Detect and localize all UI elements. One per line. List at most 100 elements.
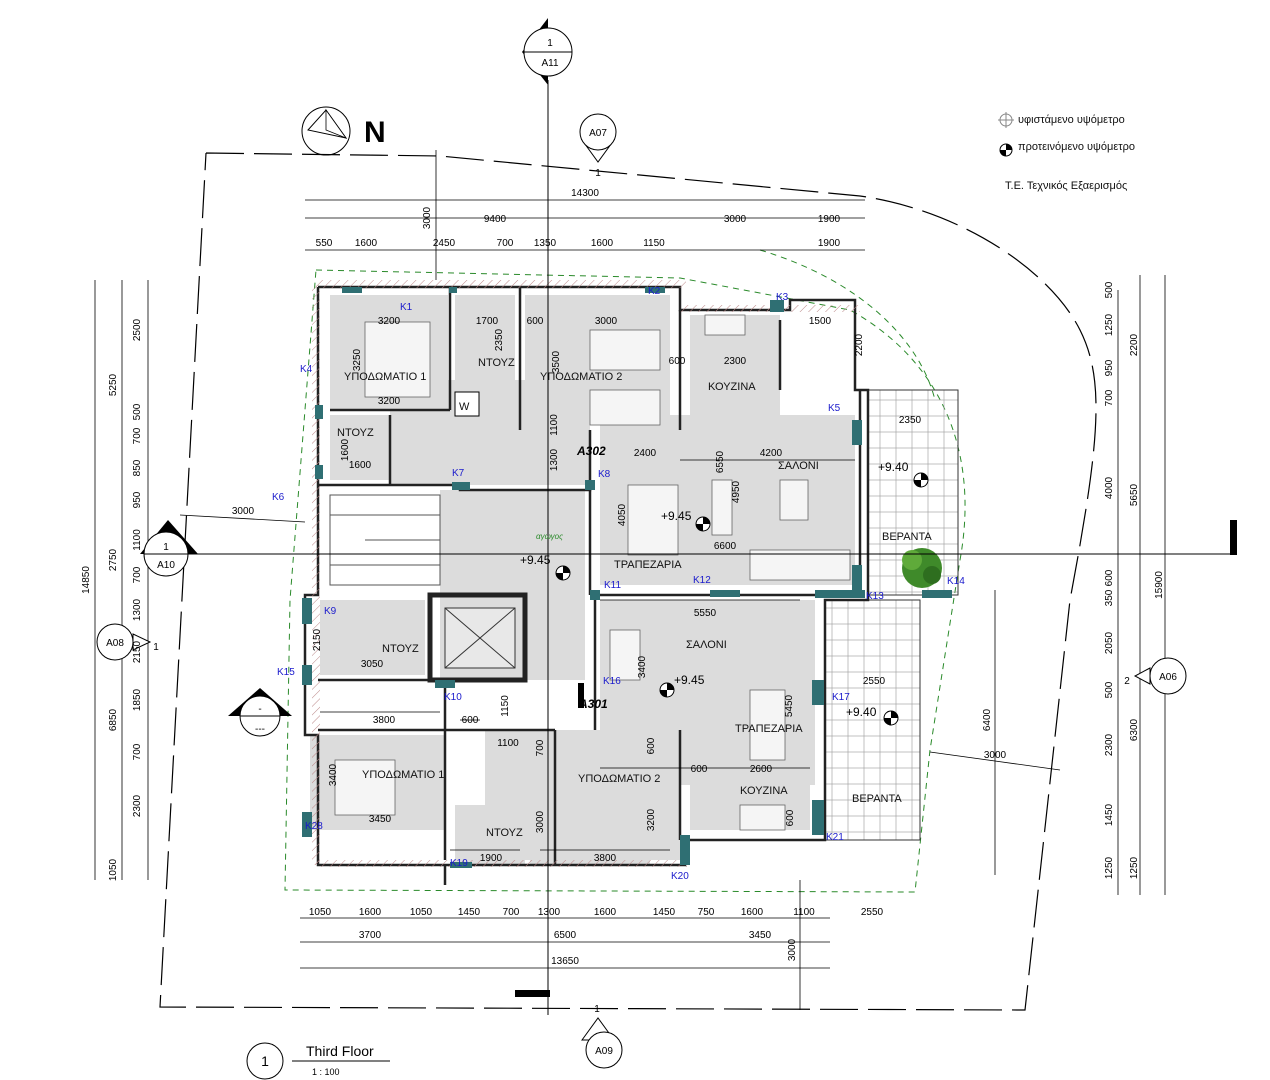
dim-label: 15900: [1154, 571, 1165, 599]
marker-a06-ref: A06: [1159, 672, 1177, 683]
dim-label: 1150: [643, 238, 665, 249]
dims-top: 14300 9400 3000 1900 550 1600 2450 700 1…: [316, 188, 841, 249]
marker-left-num: 1: [163, 542, 169, 553]
window-tag: K15: [277, 667, 295, 678]
dim-label: 3800: [373, 715, 396, 726]
elevator: [444, 607, 516, 669]
title-scale: 1 : 100: [312, 1067, 340, 1077]
dim-label: 700: [1104, 389, 1115, 406]
dim-label: 1600: [741, 907, 764, 918]
dim-label: 5550: [694, 608, 717, 619]
marker-left-ref: A10: [157, 560, 175, 571]
dim-label: 1500: [809, 316, 832, 327]
legend-proposed: προτεινόμενο υψόμετρο: [1018, 141, 1135, 153]
dim-label: 600: [691, 764, 708, 775]
dim-label: 6850: [108, 708, 119, 731]
elevation-label: +9.45: [674, 673, 705, 687]
dim-label: 2400: [634, 448, 657, 459]
dim-label: 5450: [784, 694, 795, 717]
dims-left: 14850 5250 2750 6850 1050 2500 500 700 8…: [81, 318, 255, 881]
dim-label: 2450: [433, 238, 456, 249]
room-label: ΥΠΟΔΩΜΑΤΙΟ 2: [578, 773, 660, 785]
plot-boundary: [159, 152, 1097, 1011]
window-tag: K9: [324, 606, 337, 617]
dim-label: 5650: [1129, 483, 1140, 506]
dim-label: 5250: [108, 373, 119, 396]
window-tag: K28: [305, 821, 323, 832]
dim-label: 2600: [750, 764, 773, 775]
dim-label: 3450: [749, 930, 772, 941]
dim-label: 1900: [818, 214, 841, 225]
elevation-marker-left: - ---: [228, 688, 292, 737]
window-tag: K5: [828, 403, 841, 414]
dim-label: 600: [462, 715, 479, 726]
dim-label: 2750: [108, 548, 119, 571]
dim-label: 3800: [594, 853, 617, 864]
section-cut-a301: [578, 683, 584, 708]
unit-a301: A301: [578, 697, 608, 711]
dim-label: 2200: [1129, 333, 1140, 356]
dim-label: 3400: [637, 655, 648, 678]
dim-label: 2300: [724, 356, 747, 367]
window-tag: K7: [452, 468, 465, 479]
dim-label: 1300: [538, 907, 561, 918]
dim-label: 1700: [476, 316, 499, 327]
dim-label: 9400: [484, 214, 507, 225]
dim-label: 1100: [497, 738, 519, 749]
washer-label: W: [459, 401, 470, 413]
dim-label: 1150: [500, 695, 511, 717]
dim-label: 700: [132, 427, 143, 444]
dim-label: 3200: [378, 316, 401, 327]
room-label: ΚΟΥΖΙΝΑ: [708, 381, 756, 393]
unit-labels: A302 A301: [576, 444, 608, 711]
dim-label: 14300: [571, 188, 599, 199]
window-tag: K11: [604, 580, 621, 591]
room-label: ΝΤΟΥΖ: [382, 643, 419, 655]
unit-a302: A302: [576, 444, 606, 458]
dim-label: 1100: [549, 414, 560, 436]
furniture: [334, 314, 851, 831]
stairs: [329, 494, 441, 586]
dim-label: 700: [132, 566, 143, 583]
dim-label: 3200: [646, 808, 657, 831]
dim-label: 1350: [534, 238, 557, 249]
dim-label: 2550: [863, 676, 886, 687]
dim-label: 3000: [535, 810, 546, 833]
dim-label: 1450: [1104, 803, 1115, 826]
elevation-markers: +9.40 +9.45 +9.45 +9.45 +9.40: [520, 460, 929, 726]
dim-label: 3450: [369, 814, 392, 825]
dim-label: 6300: [1129, 718, 1140, 741]
window-tag: K19: [450, 858, 468, 869]
dim-label: 3250: [352, 348, 363, 371]
dim-label: 850: [132, 459, 143, 476]
dim-label: 4200: [760, 448, 783, 459]
window-tag: K8: [598, 469, 611, 480]
dim-label: 700: [132, 743, 143, 760]
dim-label: 2350: [899, 415, 922, 426]
dims-inner: 3200 1700 600 3000 1500 3250 2350 3500 6…: [312, 316, 922, 864]
dim-label: 1900: [480, 853, 503, 864]
dim-label: 700: [497, 238, 514, 249]
marker-a09-num: 1: [594, 1004, 600, 1015]
dim-label: 1600: [355, 238, 378, 249]
dim-label: 4000: [1104, 476, 1115, 499]
window-tag: K20: [671, 871, 689, 882]
dim-label: 600: [785, 809, 796, 826]
dim-label: 1050: [410, 907, 433, 918]
dim-label: 1850: [132, 688, 143, 711]
dim-label: 2300: [1104, 733, 1115, 756]
elevation-label: +9.45: [661, 509, 692, 523]
dims-bottom: 1050 1600 1050 1450 700 1300 1600 1450 7…: [309, 907, 884, 967]
window-tags: K1 K2 K3 K4 K5 K6 K7 K8 K9 K10 K11 K12 K…: [272, 286, 965, 882]
room-label: ΝΤΟΥΖ: [337, 427, 374, 439]
dim-label: 2550: [861, 907, 884, 918]
room-label: ΥΠΟΔΩΜΑΤΙΟ 2: [540, 371, 622, 383]
setback-line: [284, 249, 966, 893]
window-tag: K17: [832, 692, 850, 703]
dims-right: 15900 5650 6300 1250 2200 500 1250 950 7…: [982, 281, 1165, 879]
dim-label: 1450: [653, 907, 676, 918]
elevation-label: +9.40: [846, 705, 877, 719]
north-arrow-icon: [301, 106, 351, 156]
legend-existing: υφιστάμενο υψόμετρο: [1018, 114, 1125, 126]
